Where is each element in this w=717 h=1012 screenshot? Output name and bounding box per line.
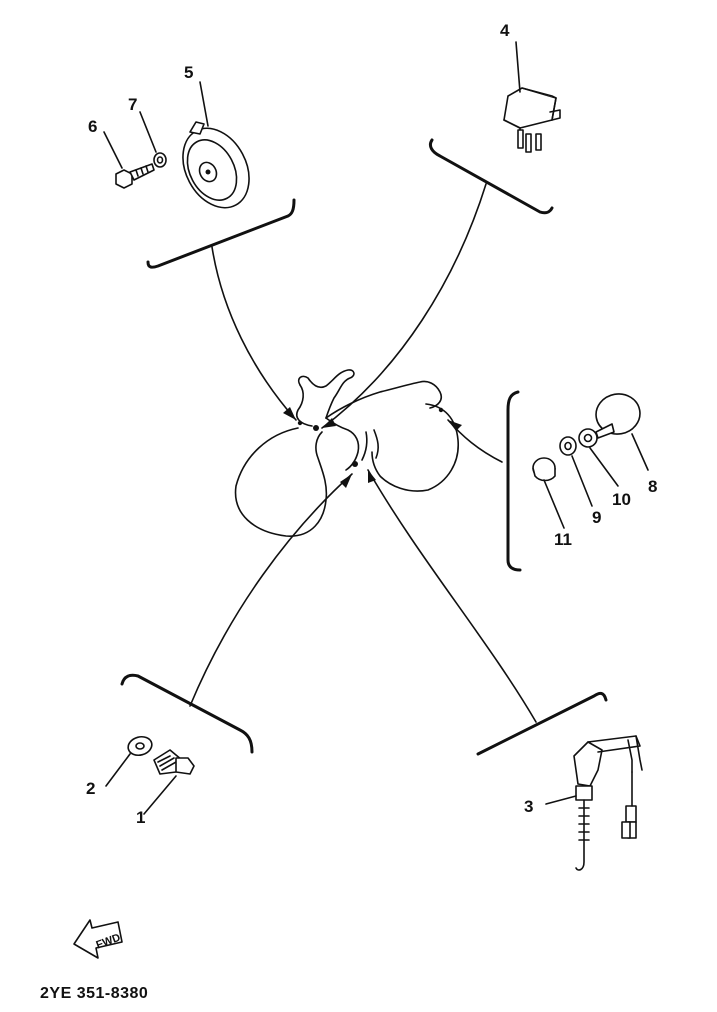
callout-1: 1 (136, 808, 145, 827)
cover-part-8 (595, 393, 649, 471)
callout-8: 8 (648, 477, 657, 496)
callout-labels: 1 2 3 4 5 6 7 8 9 10 11 (86, 21, 657, 827)
lockwasher-part-9 (559, 436, 593, 507)
bracket-right-group (447, 390, 522, 572)
callout-6: 6 (88, 117, 97, 136)
callout-2: 2 (86, 779, 95, 798)
callout-3: 3 (524, 797, 533, 816)
horn-part (182, 81, 250, 209)
bracket-horn-group (146, 198, 297, 421)
switch-part-1 (143, 749, 195, 815)
motorcycle-frame-outline (234, 369, 459, 537)
bracket-lower-right-group (367, 469, 608, 756)
callout-5: 5 (184, 63, 193, 82)
callout-9: 9 (592, 508, 601, 527)
horn-bolt-part (103, 131, 155, 189)
washer-part-10 (578, 428, 619, 487)
relay-part (503, 41, 561, 153)
callout-10: 10 (612, 490, 631, 509)
bracket-lower-left-group (120, 473, 353, 754)
switch-part-3 (545, 735, 643, 871)
horn-washer-part (139, 111, 167, 168)
washer-part-2 (105, 735, 153, 787)
bracket-relay-group (321, 138, 554, 429)
diagram-code: 2YE 351-8380 (40, 985, 148, 1002)
callout-7: 7 (128, 95, 137, 114)
callout-11: 11 (554, 530, 572, 549)
callout-4: 4 (500, 21, 510, 40)
forward-arrow-icon: FWD (73, 919, 123, 959)
nut-part-11 (532, 457, 565, 529)
